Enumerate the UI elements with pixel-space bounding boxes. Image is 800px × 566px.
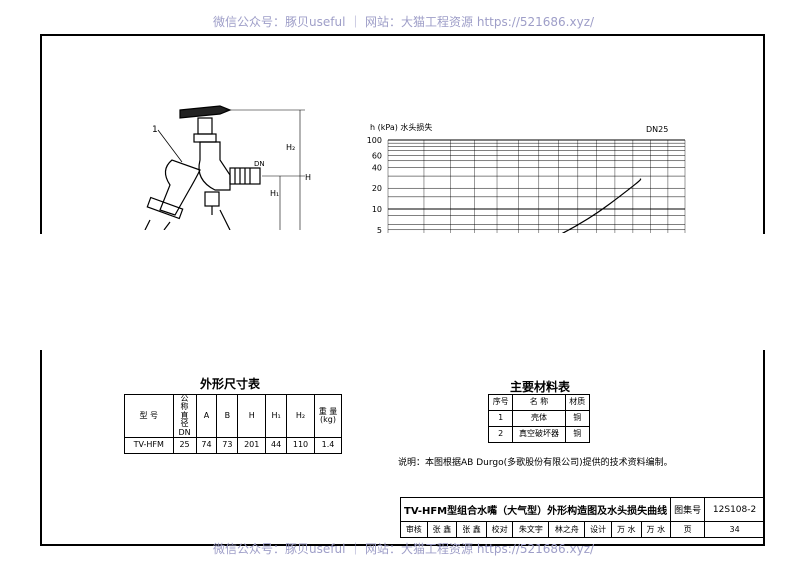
dim-header-dn: 公 称 直 径 DN bbox=[172, 394, 197, 438]
reviewer-signature: 张 鑫 bbox=[456, 521, 487, 538]
note-text: 说明：本图根据AB Durgo(多歌股份有限公司)提供的技术资料编制。 bbox=[398, 458, 673, 468]
cell-no: 2 bbox=[487, 426, 514, 443]
table-row: 2 真空破坏器 铜 bbox=[487, 426, 591, 443]
y-tick-label: 100 bbox=[367, 136, 382, 145]
mat-header-name: 名 称 bbox=[512, 394, 566, 411]
dim-header-a: A bbox=[195, 394, 218, 438]
series-line bbox=[561, 178, 642, 233]
dim-label-h: H bbox=[305, 173, 311, 182]
checker-signature: 林之舟 bbox=[548, 521, 586, 538]
cell-no: 1 bbox=[487, 410, 514, 427]
part-callout-1: 1 bbox=[152, 125, 158, 135]
dim-label-h2: H₂ bbox=[286, 143, 295, 152]
cell-name: 真空破坏器 bbox=[512, 426, 566, 443]
dim-header-h2: H₂ bbox=[286, 394, 315, 438]
mat-table-title: 主要材料表 bbox=[510, 380, 571, 394]
dim-table-title: 外形尺寸表 bbox=[200, 377, 261, 391]
watermark-bottom: 微信公众号：豚贝useful ｜ 网站：大猫工程资源 https://52168… bbox=[213, 542, 595, 556]
chart-ylabel: h (kPa) 水头损失 bbox=[370, 122, 432, 132]
cell-a: 74 bbox=[195, 436, 218, 454]
dim-header-weight: 重 量 (kg) bbox=[314, 394, 342, 438]
review-label: 审核 bbox=[400, 521, 428, 538]
mat-header-material: 材质 bbox=[564, 394, 591, 411]
watermark-top: 微信公众号：豚贝useful ｜ 网站：大猫工程资源 https://52168… bbox=[213, 15, 595, 29]
cell-h2: 110 bbox=[286, 436, 315, 454]
page-label: 页 bbox=[670, 521, 706, 538]
dim-header-h: H bbox=[237, 394, 267, 438]
y-tick-label: 10 bbox=[372, 205, 382, 214]
cell-name: 壳体 bbox=[512, 410, 566, 427]
chart-title: DN25 bbox=[646, 125, 668, 134]
atlas-label: 图集号 bbox=[670, 497, 706, 522]
upper-drawing-frame bbox=[40, 34, 765, 234]
designer-name: 万 水 bbox=[610, 521, 642, 538]
cell-h: 201 bbox=[237, 436, 267, 454]
dim-header-h1: H₁ bbox=[265, 394, 288, 438]
cell-b: 73 bbox=[216, 436, 239, 454]
cell-dn: 25 bbox=[172, 436, 197, 454]
dim-table: 型 号 公 称 直 径 DN A B H H₁ H₂ 重 量 (kg) TV-H… bbox=[124, 394, 342, 454]
designer-signature: 万 水 bbox=[640, 521, 672, 538]
table-row: TV-HFM 25 74 73 201 44 110 1.4 bbox=[124, 436, 342, 454]
y-tick-label: 20 bbox=[372, 184, 382, 193]
head-loss-chart: h (kPa) 水头损失 DN25 1006040201053 bbox=[367, 122, 686, 233]
dim-header-model: 型 号 bbox=[124, 394, 174, 438]
cell-model: TV-HFM bbox=[124, 436, 174, 454]
dim-label-dn: DN bbox=[254, 160, 265, 168]
valve-drawing: 1 H₂ H H₁ DN bbox=[144, 105, 311, 230]
mat-table: 序号 名 称 材质 1 壳体 铜 2 真空破坏器 铜 bbox=[487, 394, 591, 443]
cell-material: 铜 bbox=[564, 426, 591, 443]
drawing-title: TV-HFM型组合水嘴（大气型）外形构造图及水头损失曲线 bbox=[399, 497, 672, 522]
reviewer-name: 张 鑫 bbox=[426, 521, 458, 538]
checker-name: 朱文宇 bbox=[512, 521, 550, 538]
cell-weight: 1.4 bbox=[314, 436, 342, 454]
cell-h1: 44 bbox=[265, 436, 288, 454]
dim-label-h1: H₁ bbox=[270, 189, 279, 198]
lower-drawing-frame bbox=[40, 350, 765, 546]
page-number: 34 bbox=[704, 521, 765, 538]
table-row: 1 壳体 铜 bbox=[487, 410, 591, 427]
check-label: 校对 bbox=[485, 521, 514, 538]
title-block: TV-HFM型组合水嘴（大气型）外形构造图及水头损失曲线 图集号 12S108-… bbox=[399, 497, 765, 538]
mat-header-no: 序号 bbox=[487, 394, 514, 411]
design-label: 设计 bbox=[584, 521, 612, 538]
dim-header-b: B bbox=[216, 394, 239, 438]
cell-material: 铜 bbox=[564, 410, 591, 427]
y-tick-label: 5 bbox=[377, 226, 382, 233]
y-tick-label: 60 bbox=[372, 151, 382, 160]
y-tick-label: 40 bbox=[372, 163, 382, 172]
atlas-number: 12S108-2 bbox=[704, 497, 765, 522]
